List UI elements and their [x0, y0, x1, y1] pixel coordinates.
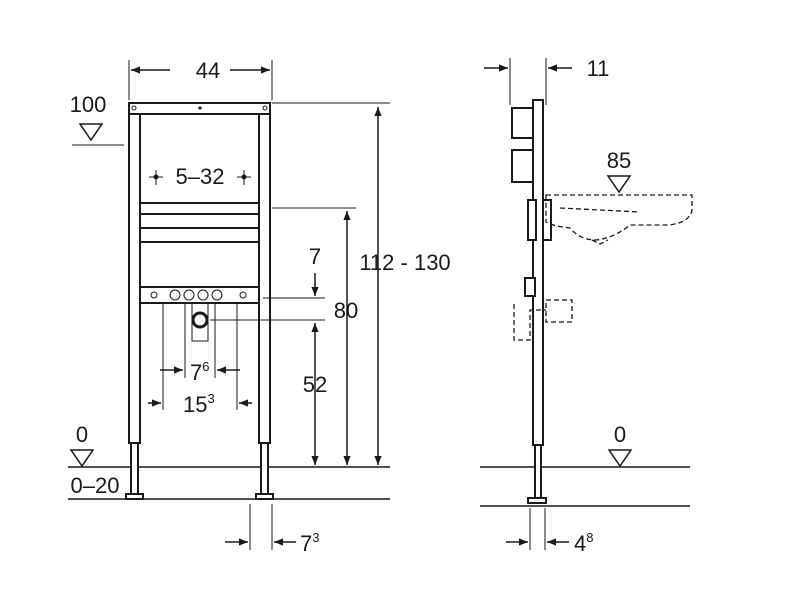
basin-level-label: 85 — [607, 148, 631, 173]
connection-rail — [139, 286, 260, 304]
fixing-points — [149, 170, 251, 185]
inner-spacing-base: 7 — [190, 360, 202, 385]
outer-spacing-base: 15 — [183, 392, 207, 417]
right-leg — [258, 102, 271, 444]
side-floor-level-triangle-icon — [607, 449, 633, 468]
front-floor-level-label: 0 — [76, 422, 88, 447]
offset-7-label: 7 — [309, 244, 321, 269]
front-view: 5–32 44 100 112 - 130 80 7 52 76 — [68, 58, 451, 556]
spacing-label: 5–32 — [176, 164, 225, 189]
height-80-label: 80 — [334, 298, 358, 323]
lower-middle-rail — [139, 227, 260, 243]
siphon-outline — [513, 299, 573, 341]
depth-label: 11 — [587, 56, 610, 81]
right-foot — [260, 442, 269, 499]
floor-adjust-label: 0–20 — [71, 473, 120, 498]
inner-spacing-label: 76 — [190, 359, 209, 385]
side-view: 11 85 0 48 — [480, 56, 693, 556]
front-floor-level-triangle-icon — [69, 449, 95, 468]
connection-fittings — [150, 289, 247, 301]
left-foot — [130, 442, 139, 499]
inner-spacing-exp: 6 — [202, 359, 209, 374]
waste-connector — [191, 302, 209, 342]
top-level-label: 100 — [70, 92, 107, 117]
outer-spacing-exp: 3 — [207, 391, 214, 406]
top-rail-corner-left — [131, 105, 137, 111]
basin-level-triangle-icon — [606, 175, 632, 194]
side-floor-level-label: 0 — [614, 422, 626, 447]
side-frame-profile — [532, 99, 544, 446]
height-range-label: 112 - 130 — [359, 250, 450, 275]
side-brackets — [511, 107, 552, 297]
middle-rail — [139, 202, 260, 215]
washbasin-outline — [545, 194, 693, 245]
right-foot-plate — [255, 493, 274, 500]
top-level-triangle-icon — [78, 123, 104, 142]
left-foot-plate — [125, 493, 144, 500]
foot-depth-label: 48 — [574, 530, 593, 556]
foot-offset-exp: 3 — [312, 530, 319, 545]
side-foot-plate — [527, 497, 547, 504]
foot-offset-base: 7 — [300, 531, 312, 556]
outer-spacing-label: 153 — [183, 391, 215, 417]
foot-depth-base: 4 — [574, 531, 586, 556]
side-foot — [534, 444, 542, 501]
foot-offset-label: 73 — [300, 530, 319, 556]
width-label: 44 — [196, 58, 220, 83]
top-rail-hole — [198, 106, 202, 110]
height-52-label: 52 — [303, 372, 327, 397]
foot-depth-exp: 8 — [586, 530, 593, 545]
top-rail-corner-right — [262, 105, 268, 111]
left-leg — [128, 102, 141, 444]
